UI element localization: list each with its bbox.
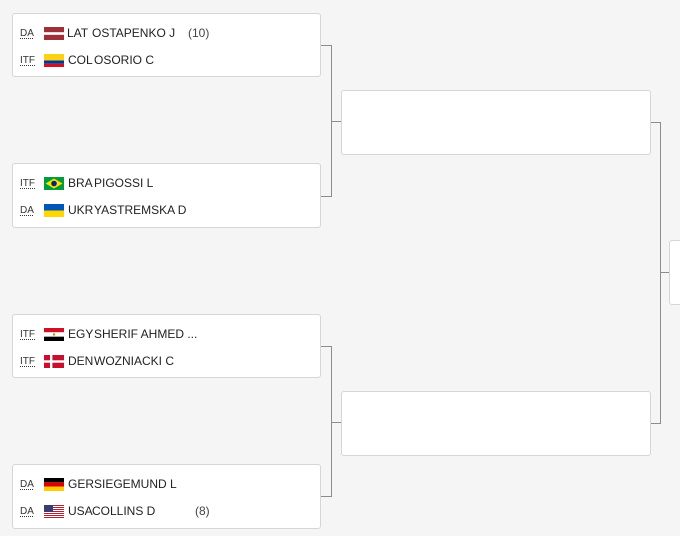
brazil-flag-icon [44,176,64,190]
bracket-connector [321,496,332,497]
player-row[interactable]: DA LAT OSTAPENKO J (10) [13,24,320,42]
latvia-flag-icon [44,26,64,40]
bracket-connector [651,122,661,123]
player-row[interactable]: ITF DEN WOZNIACKI C [13,352,320,370]
usa-flag-icon [44,504,64,518]
player-name[interactable]: SHERIF AHMED ... [94,327,198,341]
round2-match-2[interactable] [341,391,651,456]
seed-number: (10) [188,26,210,40]
ukraine-flag-icon [44,203,64,217]
bracket-connector [660,272,669,273]
entry-type: ITF [20,355,35,367]
player-name[interactable]: OSORIO C [94,53,155,67]
player-row[interactable]: ITF COL OSORIO C [13,51,320,69]
entry-type: DA [20,505,34,517]
player-name[interactable]: SIEGEMUND L [94,477,177,491]
match-card-3[interactable]: ITF EGY SHERIF AHMED ... ITF DEN WOZNIAC… [12,314,321,378]
round2-match-1[interactable] [341,90,651,155]
bracket-connector [651,423,661,424]
country-code: USA [68,504,93,518]
country-code: EGY [68,327,94,341]
player-row[interactable]: DA UKR YASTREMSKA D [13,201,320,219]
round3-match-1[interactable] [669,240,680,305]
player-row[interactable]: ITF EGY SHERIF AHMED ... [13,325,320,343]
germany-flag-icon [44,477,64,491]
player-name[interactable]: PIGOSSI L [94,176,154,190]
player-name[interactable]: OSTAPENKO J [92,26,176,40]
match-card-4[interactable]: DA GER SIEGEMUND L DA USA COLLINS D (8) [12,464,321,529]
player-row[interactable]: ITF BRA PIGOSSI L [13,174,320,192]
entry-type: DA [20,27,34,39]
match-card-1[interactable]: DA LAT OSTAPENKO J (10) ITF COL OSORIO C [12,13,321,77]
denmark-flag-icon [44,354,64,368]
player-row[interactable]: DA USA COLLINS D (8) [13,502,320,520]
entry-type: ITF [20,328,35,340]
match-card-2[interactable]: ITF BRA PIGOSSI L DA UKR YASTREMSKA D [12,163,321,228]
bracket-connector [321,196,332,197]
bracket-connector [331,346,332,497]
bracket-connector [660,122,661,424]
player-row[interactable]: DA GER SIEGEMUND L [13,475,320,493]
country-code: DEN [68,354,94,368]
colombia-flag-icon [44,53,64,67]
player-name[interactable]: COLLINS D [92,504,156,518]
entry-type: DA [20,204,34,216]
country-code: BRA [68,176,93,190]
country-code: COL [68,53,93,67]
bracket-connector [321,346,332,347]
player-name[interactable]: WOZNIACKI C [94,354,174,368]
country-code: GER [68,477,95,491]
egypt-flag-icon [44,327,64,341]
country-code: LAT [67,26,89,40]
country-code: UKR [68,203,94,217]
entry-type: ITF [20,177,35,189]
entry-type: DA [20,478,34,490]
bracket-connector [331,422,341,423]
seed-number: (8) [195,504,210,518]
bracket-connector [331,121,341,122]
bracket-connector [321,45,332,46]
entry-type: ITF [20,54,35,66]
player-name[interactable]: YASTREMSKA D [94,203,187,217]
